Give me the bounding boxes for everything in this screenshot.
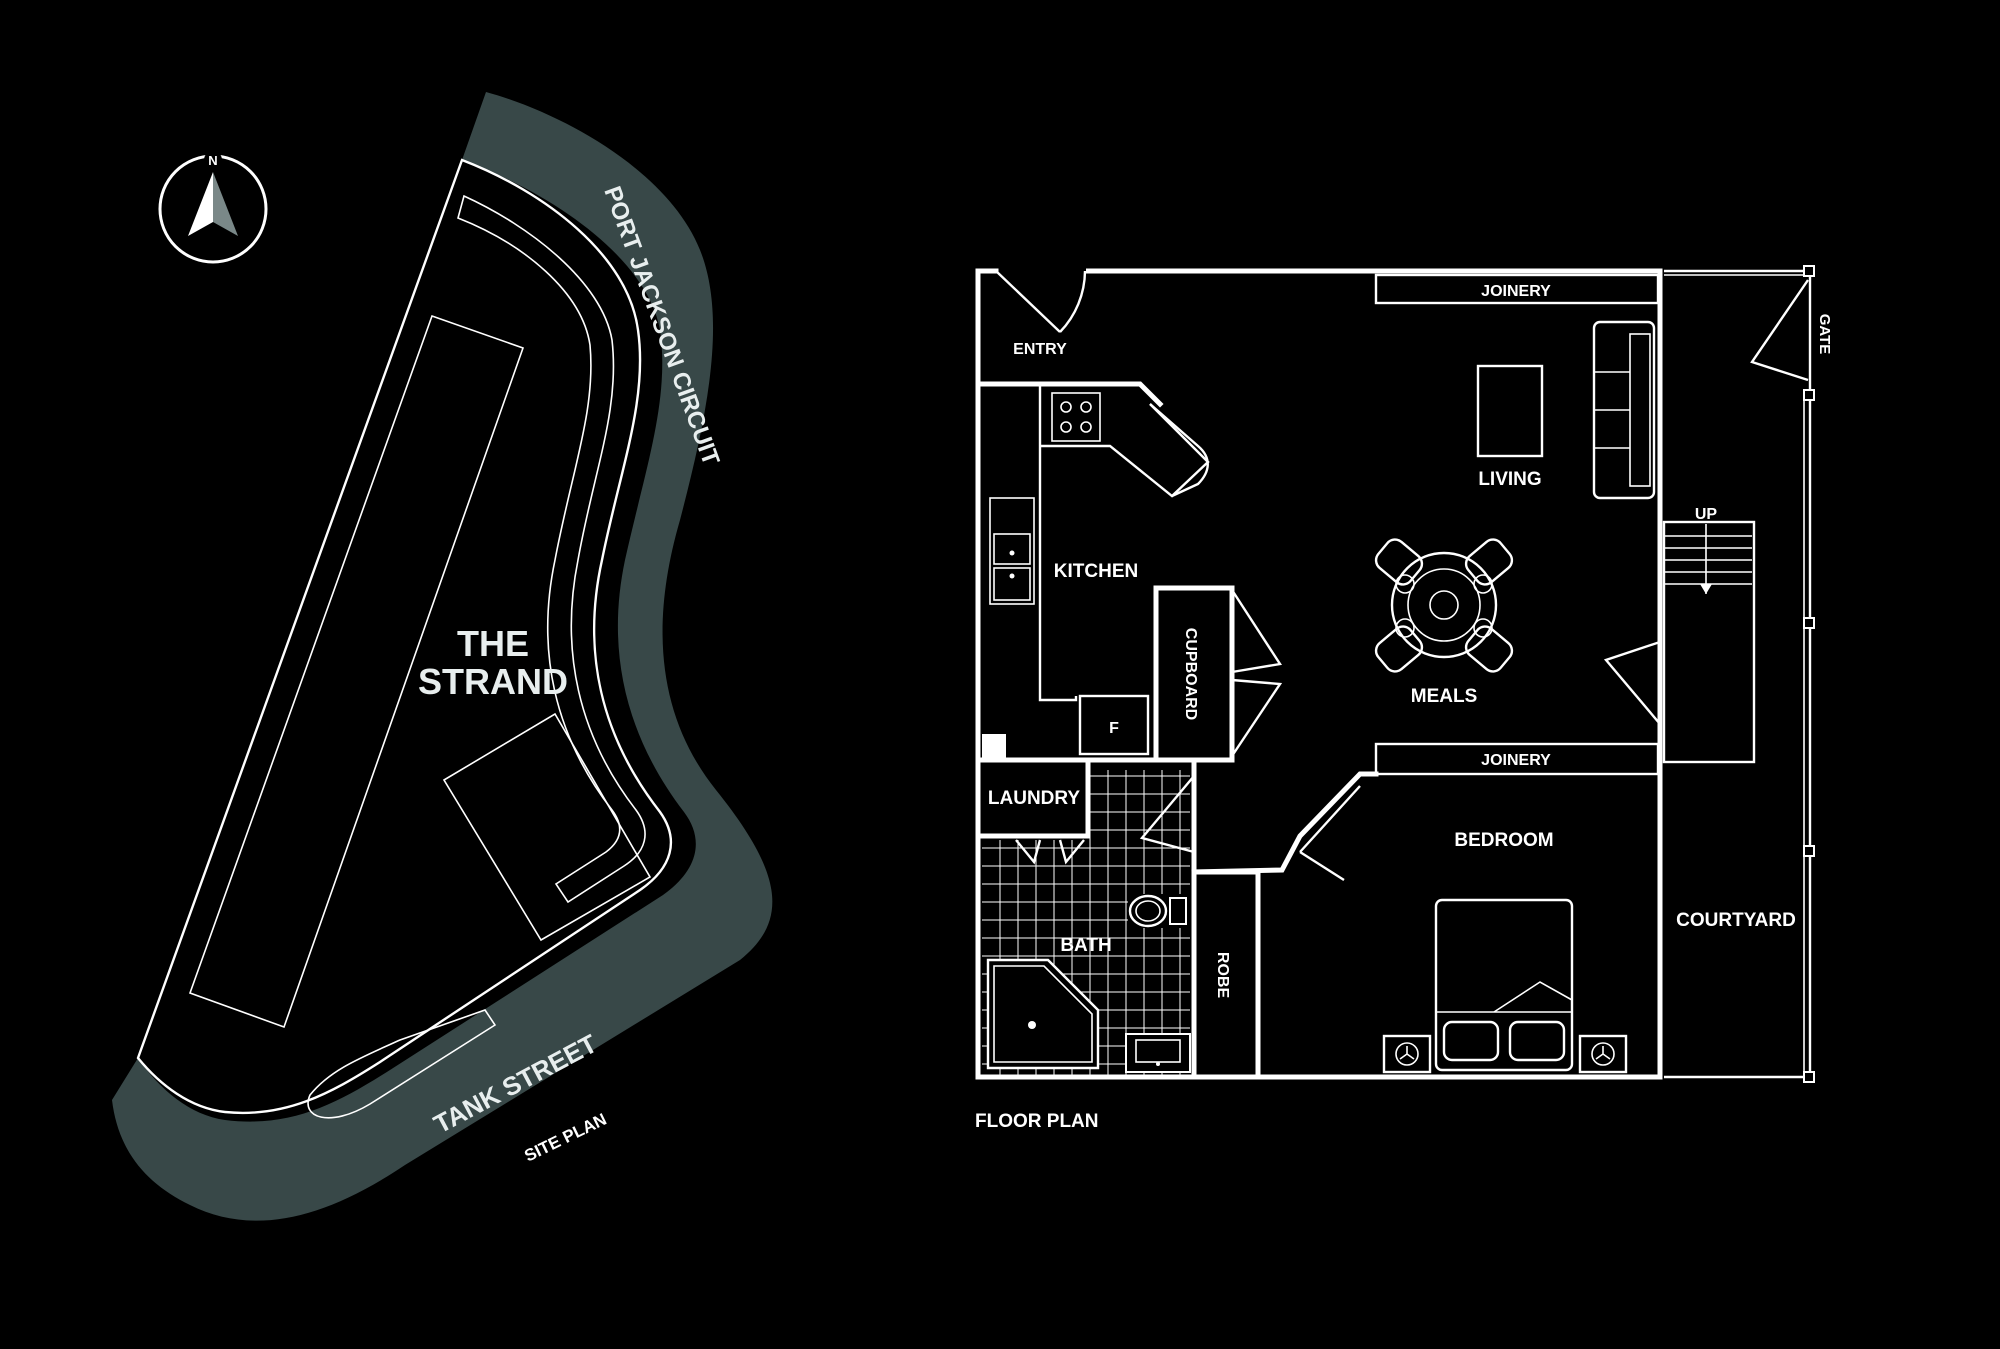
site-plan: THE STRAND PORT JACKSON CIRCUIT TANK STR… [112, 92, 773, 1221]
building-label-line1: THE [457, 623, 529, 664]
room-label-joinery-top: JOINERY [1481, 283, 1551, 300]
joinery-bottom [1374, 742, 1660, 776]
room-label-bath: BATH [1060, 935, 1111, 956]
building-label-line2: STRAND [418, 661, 568, 702]
floor-plan: F [975, 265, 1833, 1132]
bed-icon [1434, 898, 1574, 1072]
room-label-meals: MEALS [1411, 686, 1478, 707]
coffee-table [1476, 364, 1544, 458]
joinery-top [1374, 273, 1660, 305]
bedside-table-left-icon [1382, 1034, 1432, 1074]
laundry-door-icon [1015, 839, 1085, 865]
building-footprint [188, 314, 525, 1029]
bath-door-icon [1139, 775, 1195, 854]
room-label-joinery-bottom: JOINERY [1481, 752, 1551, 769]
road-band [112, 92, 773, 1221]
shower-icon [986, 958, 1100, 1070]
room-label-kitchen: KITCHEN [1054, 561, 1138, 582]
room-label-robe: ROBE [1214, 952, 1231, 999]
fridge-label: F [1109, 720, 1119, 737]
compass-letter: N [208, 153, 217, 168]
room-label-gate: GATE [1816, 314, 1833, 355]
room-label-entry: ENTRY [1013, 341, 1067, 358]
gate-icon [1750, 279, 1809, 382]
entry-door-icon [995, 270, 1087, 333]
outer-wall [975, 268, 1663, 1080]
room-label-bedroom: BEDROOM [1454, 830, 1553, 851]
living-door-icon [1603, 640, 1661, 725]
room-label-courtyard: COURTYARD [1676, 910, 1796, 931]
cupboard-door-icon [1230, 589, 1283, 757]
stairs-icon [1662, 520, 1756, 764]
room-label-living: LIVING [1478, 469, 1541, 490]
stairs-up-label: UP [1695, 506, 1718, 523]
sofa-icon [1592, 320, 1656, 500]
annex-building [442, 712, 652, 942]
site-plan-caption: SITE PLAN [521, 1110, 609, 1166]
kitchen-sink-icon [989, 497, 1035, 605]
cupboard-unit [1153, 585, 1235, 763]
bedroom-door-icon [1299, 785, 1361, 882]
site-boundary [136, 158, 673, 1115]
stove-icon [1051, 392, 1101, 442]
inner-driveway [457, 194, 646, 904]
courtyard-boundary [1664, 269, 1812, 1079]
north-compass-icon: N [158, 151, 268, 264]
dining-table-icon [1374, 538, 1514, 673]
toilet-icon [1128, 894, 1190, 928]
room-label-cupboard: CUPBOARD [1182, 628, 1199, 720]
fridge-icon [1078, 694, 1150, 756]
inner-service-lane [307, 1009, 497, 1119]
bedside-table-right-icon [1578, 1034, 1628, 1074]
room-label-laundry: LAUNDRY [988, 788, 1081, 809]
vanity-icon [1125, 1033, 1191, 1073]
floor-plan-caption: FLOOR PLAN [975, 1111, 1099, 1132]
